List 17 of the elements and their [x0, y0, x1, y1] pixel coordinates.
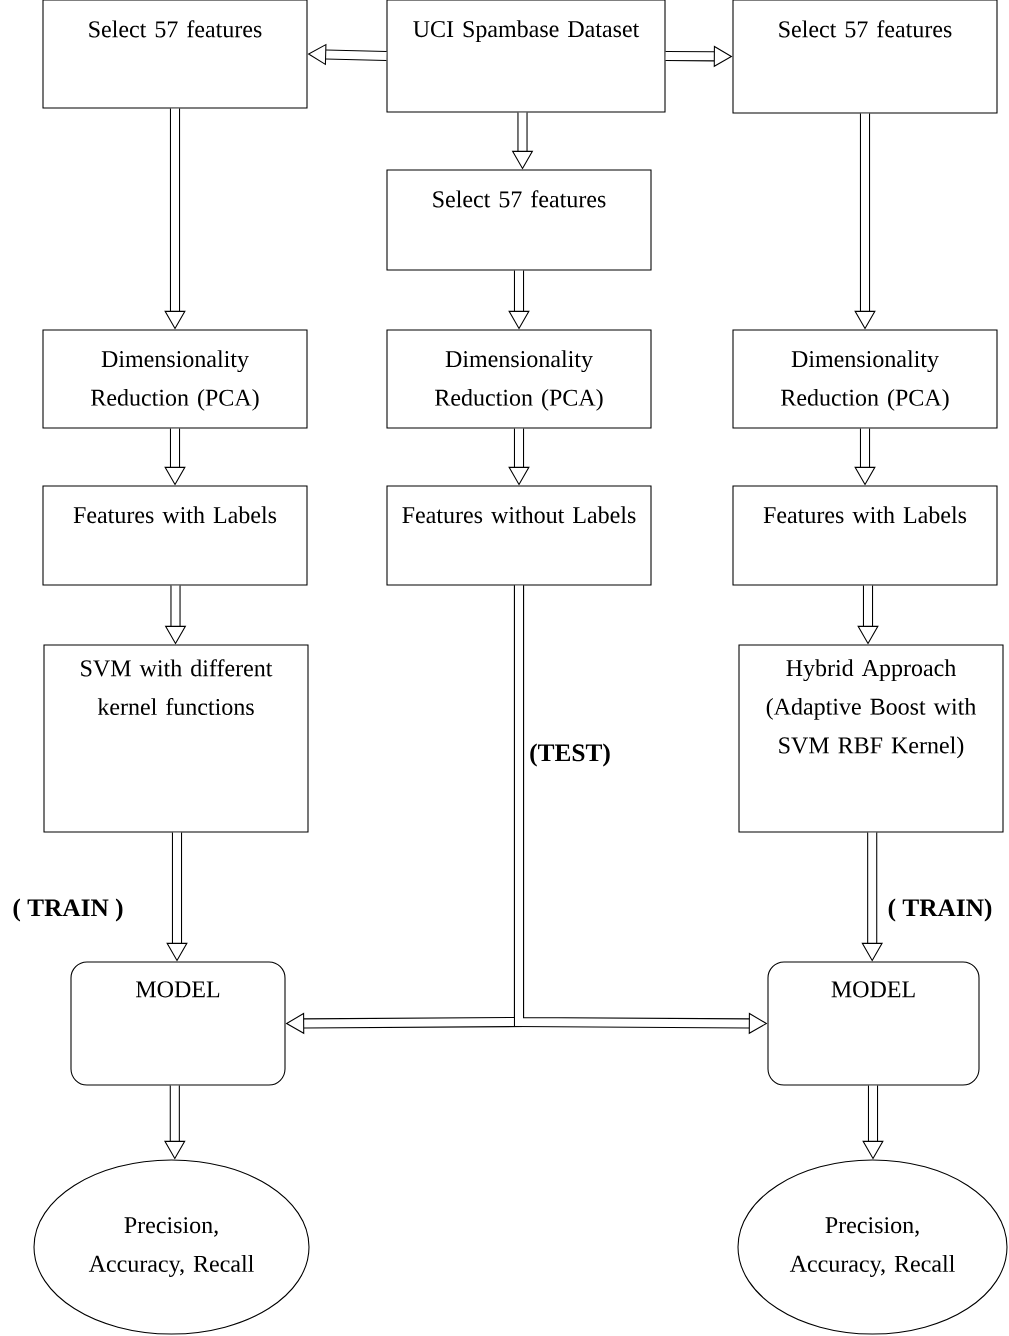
- process-box: Features with Labels: [732, 485, 998, 586]
- process-box: Select 57 features: [732, 0, 998, 114]
- edge-label: ( TRAIN): [886, 897, 994, 923]
- process-box: Dimensionality Reduction (PCA): [732, 329, 998, 429]
- edge-label: ( TRAIN ): [11, 897, 125, 923]
- process-box: Dimensionality Reduction (PCA): [386, 329, 652, 429]
- process-box: Dimensionality Reduction (PCA): [42, 329, 308, 429]
- process-box: Select 57 features: [386, 169, 652, 271]
- process-box: Select 57 features: [42, 0, 308, 109]
- process-box: Features with Labels: [42, 485, 308, 586]
- process-box: Hybrid Approach (Adaptive Boost with SVM RBF Kernel): [738, 644, 1004, 833]
- process-box: Features without Labels: [386, 485, 652, 586]
- process-box: UCI Spambase Dataset: [386, 0, 666, 113]
- model-box: MODEL: [70, 961, 286, 1086]
- model-box: MODEL: [767, 961, 980, 1086]
- edge-label: (TEST): [527, 742, 613, 768]
- process-box: SVM with different kernel functions: [43, 644, 309, 833]
